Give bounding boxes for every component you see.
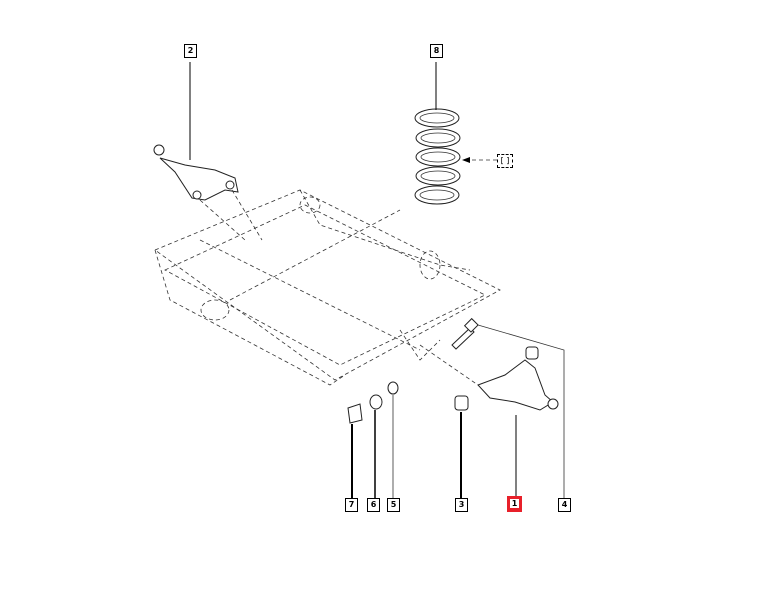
subframe (154, 189, 501, 386)
coil-spring-part-8 (414, 108, 461, 205)
bolt-part-4 (451, 317, 479, 350)
lower-arm-part-1 (419, 344, 559, 411)
bushing-part-7 (347, 403, 363, 424)
callout-3[interactable]: 3 (455, 498, 468, 512)
callout-2[interactable]: 2 (184, 44, 197, 58)
upper-arm-part-2 (153, 144, 263, 241)
callout-1-label: 1 (509, 499, 520, 508)
bushing-part-3 (454, 395, 469, 411)
washer-part-5 (387, 381, 399, 395)
nut-part-6 (369, 394, 383, 410)
callout-8[interactable]: 8 (430, 44, 443, 58)
callout-6[interactable]: 6 (367, 498, 380, 512)
callout-7[interactable]: 7 (345, 498, 358, 512)
spring-reference-box[interactable]: [ ] (497, 154, 513, 168)
callout-5[interactable]: 5 (387, 498, 400, 512)
callout-4[interactable]: 4 (558, 498, 571, 512)
callout-1-highlighted[interactable]: 1 (507, 496, 522, 512)
